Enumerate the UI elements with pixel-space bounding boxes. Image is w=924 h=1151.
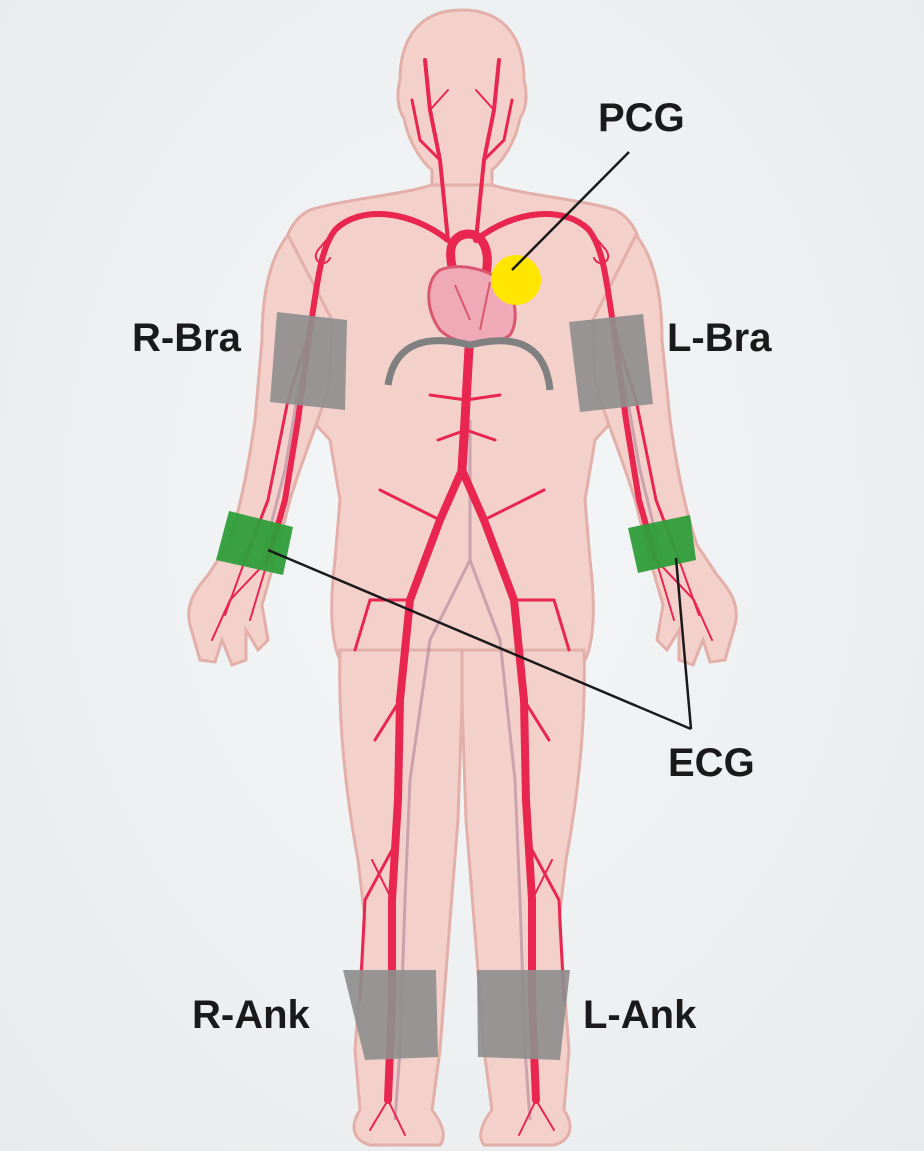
l-bra-label: L-Bra (667, 318, 771, 358)
right-brachial-cuff[interactable] (270, 312, 347, 410)
r-ank-label: R-Ank (192, 995, 310, 1035)
l-ank-label: L-Ank (583, 995, 696, 1035)
ecg-label: ECG (668, 743, 755, 783)
left-ankle-cuff[interactable] (477, 970, 570, 1060)
left-brachial-cuff[interactable] (569, 314, 653, 412)
pcg-sensor[interactable] (491, 255, 541, 305)
r-bra-label: R-Bra (132, 318, 241, 358)
pcg-label: PCG (598, 98, 685, 138)
left-arm (593, 235, 736, 665)
head (398, 10, 526, 190)
right-arm (189, 235, 332, 665)
